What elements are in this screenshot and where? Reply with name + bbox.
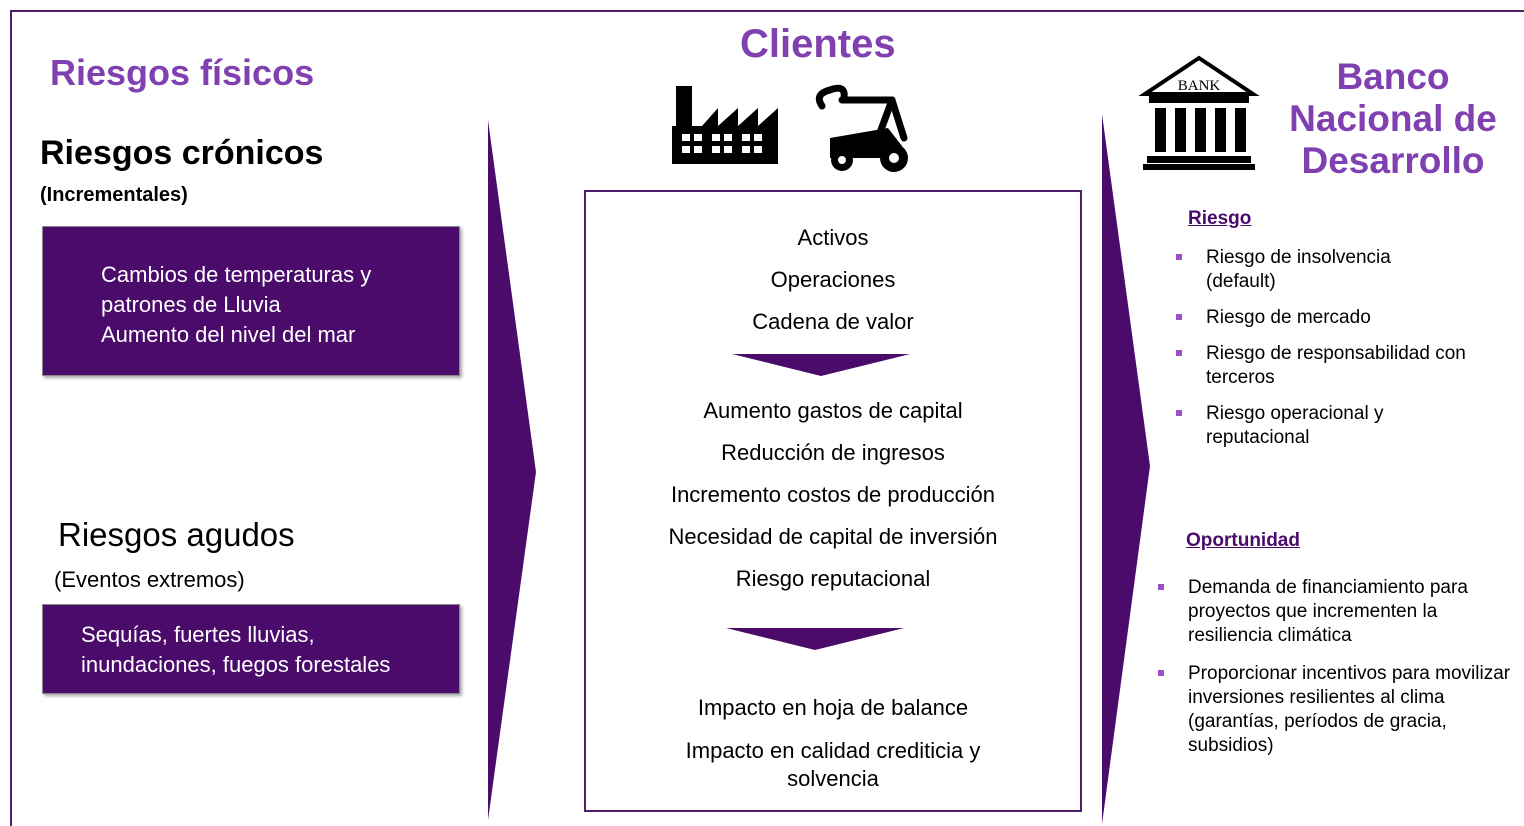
flow-arrow-left <box>488 120 536 820</box>
list-item: Riesgo de mercado <box>1174 306 1504 330</box>
acute-risks-box: Sequías, fuertes lluvias, inundaciones, … <box>42 604 460 694</box>
bank-title: Banco Nacional de Desarrollo <box>1280 56 1506 182</box>
acute-line: inundaciones, fuegos forestales <box>81 652 391 677</box>
list-item-text: Demanda de financiamiento para proyectos… <box>1188 577 1468 646</box>
risk-heading: Riesgo <box>1188 208 1252 229</box>
list-item-text: Riesgo operacional y reputacional <box>1206 403 1384 448</box>
risk-list: Riesgo de insolvencia (default) Riesgo d… <box>1174 246 1504 462</box>
bank-title-line: Desarrollo <box>1301 140 1485 181</box>
impact-line: Operaciones <box>770 267 896 292</box>
list-item: Riesgo operacional y reputacional <box>1174 402 1456 450</box>
impact-line: Impacto en hoja de balance <box>697 695 969 720</box>
flow-arrow-right <box>1102 114 1150 824</box>
chronic-risks-box: Cambios de temperaturas y patrones de Ll… <box>42 226 460 376</box>
opportunity-list: Demanda de financiamiento para proyectos… <box>1156 576 1520 770</box>
chronic-line: Cambios de temperaturas y <box>101 262 372 287</box>
opportunity-heading: Oportunidad <box>1186 530 1300 551</box>
bank-icon-label: BANK <box>1178 78 1221 94</box>
list-item: Riesgo de insolvencia (default) <box>1174 246 1456 294</box>
impact-line: Necesidad de capital de inversión <box>668 524 998 549</box>
acute-risks-subheading: (Eventos extremos) <box>54 567 245 592</box>
down-arrow-2 <box>726 628 904 650</box>
client-impacts-box: Activos Operaciones Cadena de valor Aume… <box>584 190 1082 812</box>
bullet-icon <box>1176 314 1182 320</box>
impact-line: Aumento gastos de capital <box>703 398 963 423</box>
clients-title: Clientes <box>740 22 896 66</box>
impact-line: Cadena de valor <box>752 309 914 334</box>
impact-line: Reducción de ingresos <box>721 440 945 465</box>
physical-risks-title: Riesgos físicos <box>50 52 315 93</box>
down-arrow-1 <box>732 354 910 376</box>
impact-line: Riesgo reputacional <box>735 566 931 591</box>
list-item: Riesgo de responsabilidad con terceros <box>1174 342 1486 390</box>
list-item: Proporcionar incentivos para movilizar i… <box>1156 662 1520 758</box>
acute-risks-heading: Riesgos agudos <box>58 516 295 553</box>
acute-line: Sequías, fuertes lluvias, <box>81 622 315 647</box>
diagram-frame <box>10 10 1524 826</box>
chronic-risks-heading: Riesgos crónicos <box>40 134 324 172</box>
bullet-icon <box>1158 670 1164 676</box>
chronic-risks-subheading: (Incrementales) <box>40 184 188 206</box>
factory-icon <box>672 86 778 164</box>
impact-line: Activos <box>797 225 869 250</box>
chronic-line: Aumento del nivel del mar <box>101 322 356 347</box>
list-item-text: Proporcionar incentivos para movilizar i… <box>1188 663 1511 756</box>
bullet-icon <box>1176 254 1182 260</box>
bullet-icon <box>1176 350 1182 356</box>
impact-line: Incremento costos de producción <box>670 482 996 507</box>
impact-line: Impacto en calidad crediticia y <box>685 738 981 763</box>
list-item-text: Riesgo de insolvencia (default) <box>1206 247 1391 292</box>
list-item-text: Riesgo de mercado <box>1206 307 1371 328</box>
tractor-excavator-icon <box>815 84 908 172</box>
bank-title-line: Nacional de <box>1289 98 1497 139</box>
bank-icon: BANK <box>1138 55 1260 170</box>
list-item: Demanda de financiamiento para proyectos… <box>1156 576 1520 648</box>
list-item-text: Riesgo de responsabilidad con terceros <box>1206 343 1466 388</box>
chronic-line: patrones de Lluvia <box>101 292 281 317</box>
bank-title-line: Banco <box>1336 56 1450 97</box>
impact-line: solvencia <box>787 766 879 791</box>
bullet-icon <box>1176 410 1182 416</box>
bullet-icon <box>1158 584 1164 590</box>
